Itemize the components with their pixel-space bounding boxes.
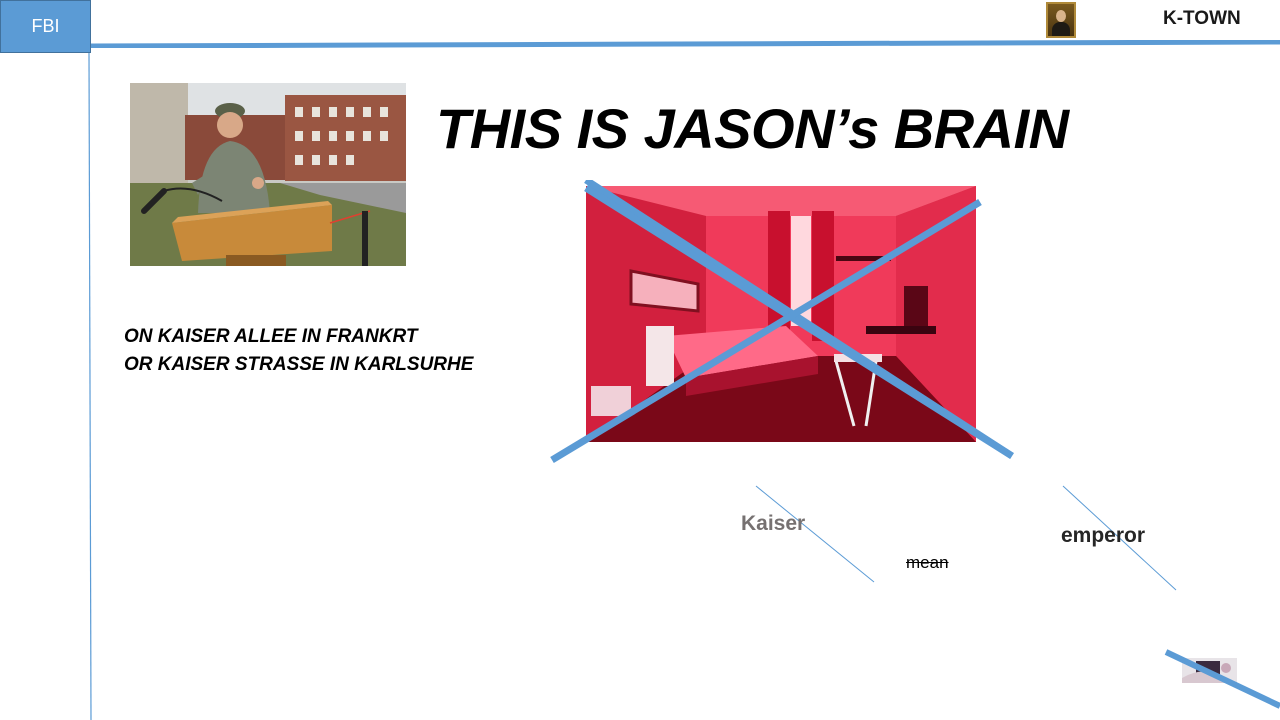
connector-lines	[755, 485, 1177, 591]
address-line-2: OR KAISER STRASSE IN KARLSURHE	[124, 354, 474, 375]
cross-out-x-mark	[550, 180, 1014, 463]
portrait-icon	[1046, 2, 1076, 38]
fbi-tab-label: FBI	[31, 16, 60, 36]
top-rule-line	[91, 40, 1280, 48]
fbi-tab[interactable]: FBI	[0, 0, 91, 53]
word-mean-struck: mean	[906, 553, 949, 572]
left-rule-line	[88, 53, 92, 720]
word-kaiser: Kaiser	[741, 512, 806, 535]
k-town-label: K-TOWN	[1163, 8, 1241, 29]
address-text: ON KAISER ALLEE IN FRANKRT OR KAISER STR…	[124, 323, 473, 379]
slide-title: THIS IS JASON’s BRAIN	[436, 97, 1069, 160]
word-emperor: emperor	[1061, 524, 1146, 547]
corner-slash-line	[1164, 649, 1280, 709]
address-line-1: ON KAISER ALLEE IN FRANKRT	[124, 326, 418, 347]
podium-speaker-photo	[130, 83, 406, 266]
